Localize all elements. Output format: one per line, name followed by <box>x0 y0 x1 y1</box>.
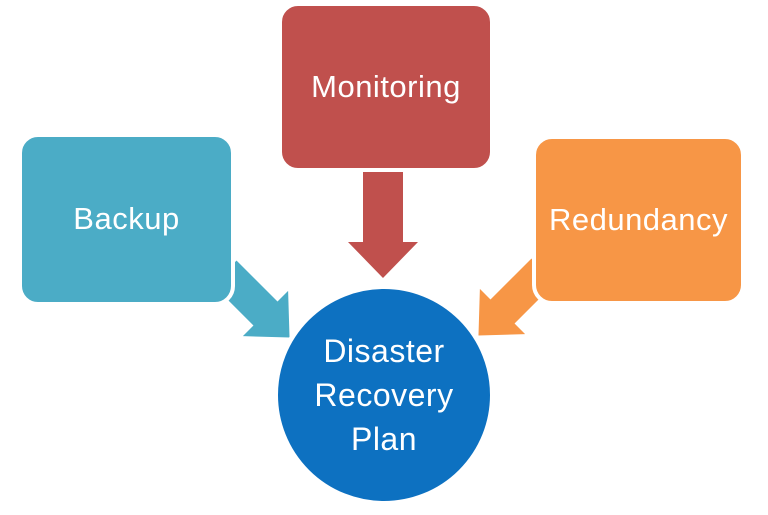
circle-line-2: Recovery <box>314 377 454 413</box>
monitoring-box: Monitoring <box>278 2 494 172</box>
redundancy-label: Redundancy <box>548 201 729 237</box>
disaster-recovery-plan-label: Disaster Recovery Plan <box>314 329 453 461</box>
backup-box: Backup <box>18 133 235 306</box>
disaster-recovery-plan-circle: Disaster Recovery Plan <box>273 284 495 506</box>
circle-line-3: Plan <box>350 421 418 457</box>
monitoring-arrow-icon <box>348 166 418 278</box>
circle-line-1: Disaster <box>323 333 445 369</box>
monitoring-arrow-shape <box>348 166 418 278</box>
monitoring-label: Monitoring <box>311 68 461 104</box>
backup-label: Backup <box>73 201 180 237</box>
redundancy-box: Redundancy <box>532 135 745 305</box>
